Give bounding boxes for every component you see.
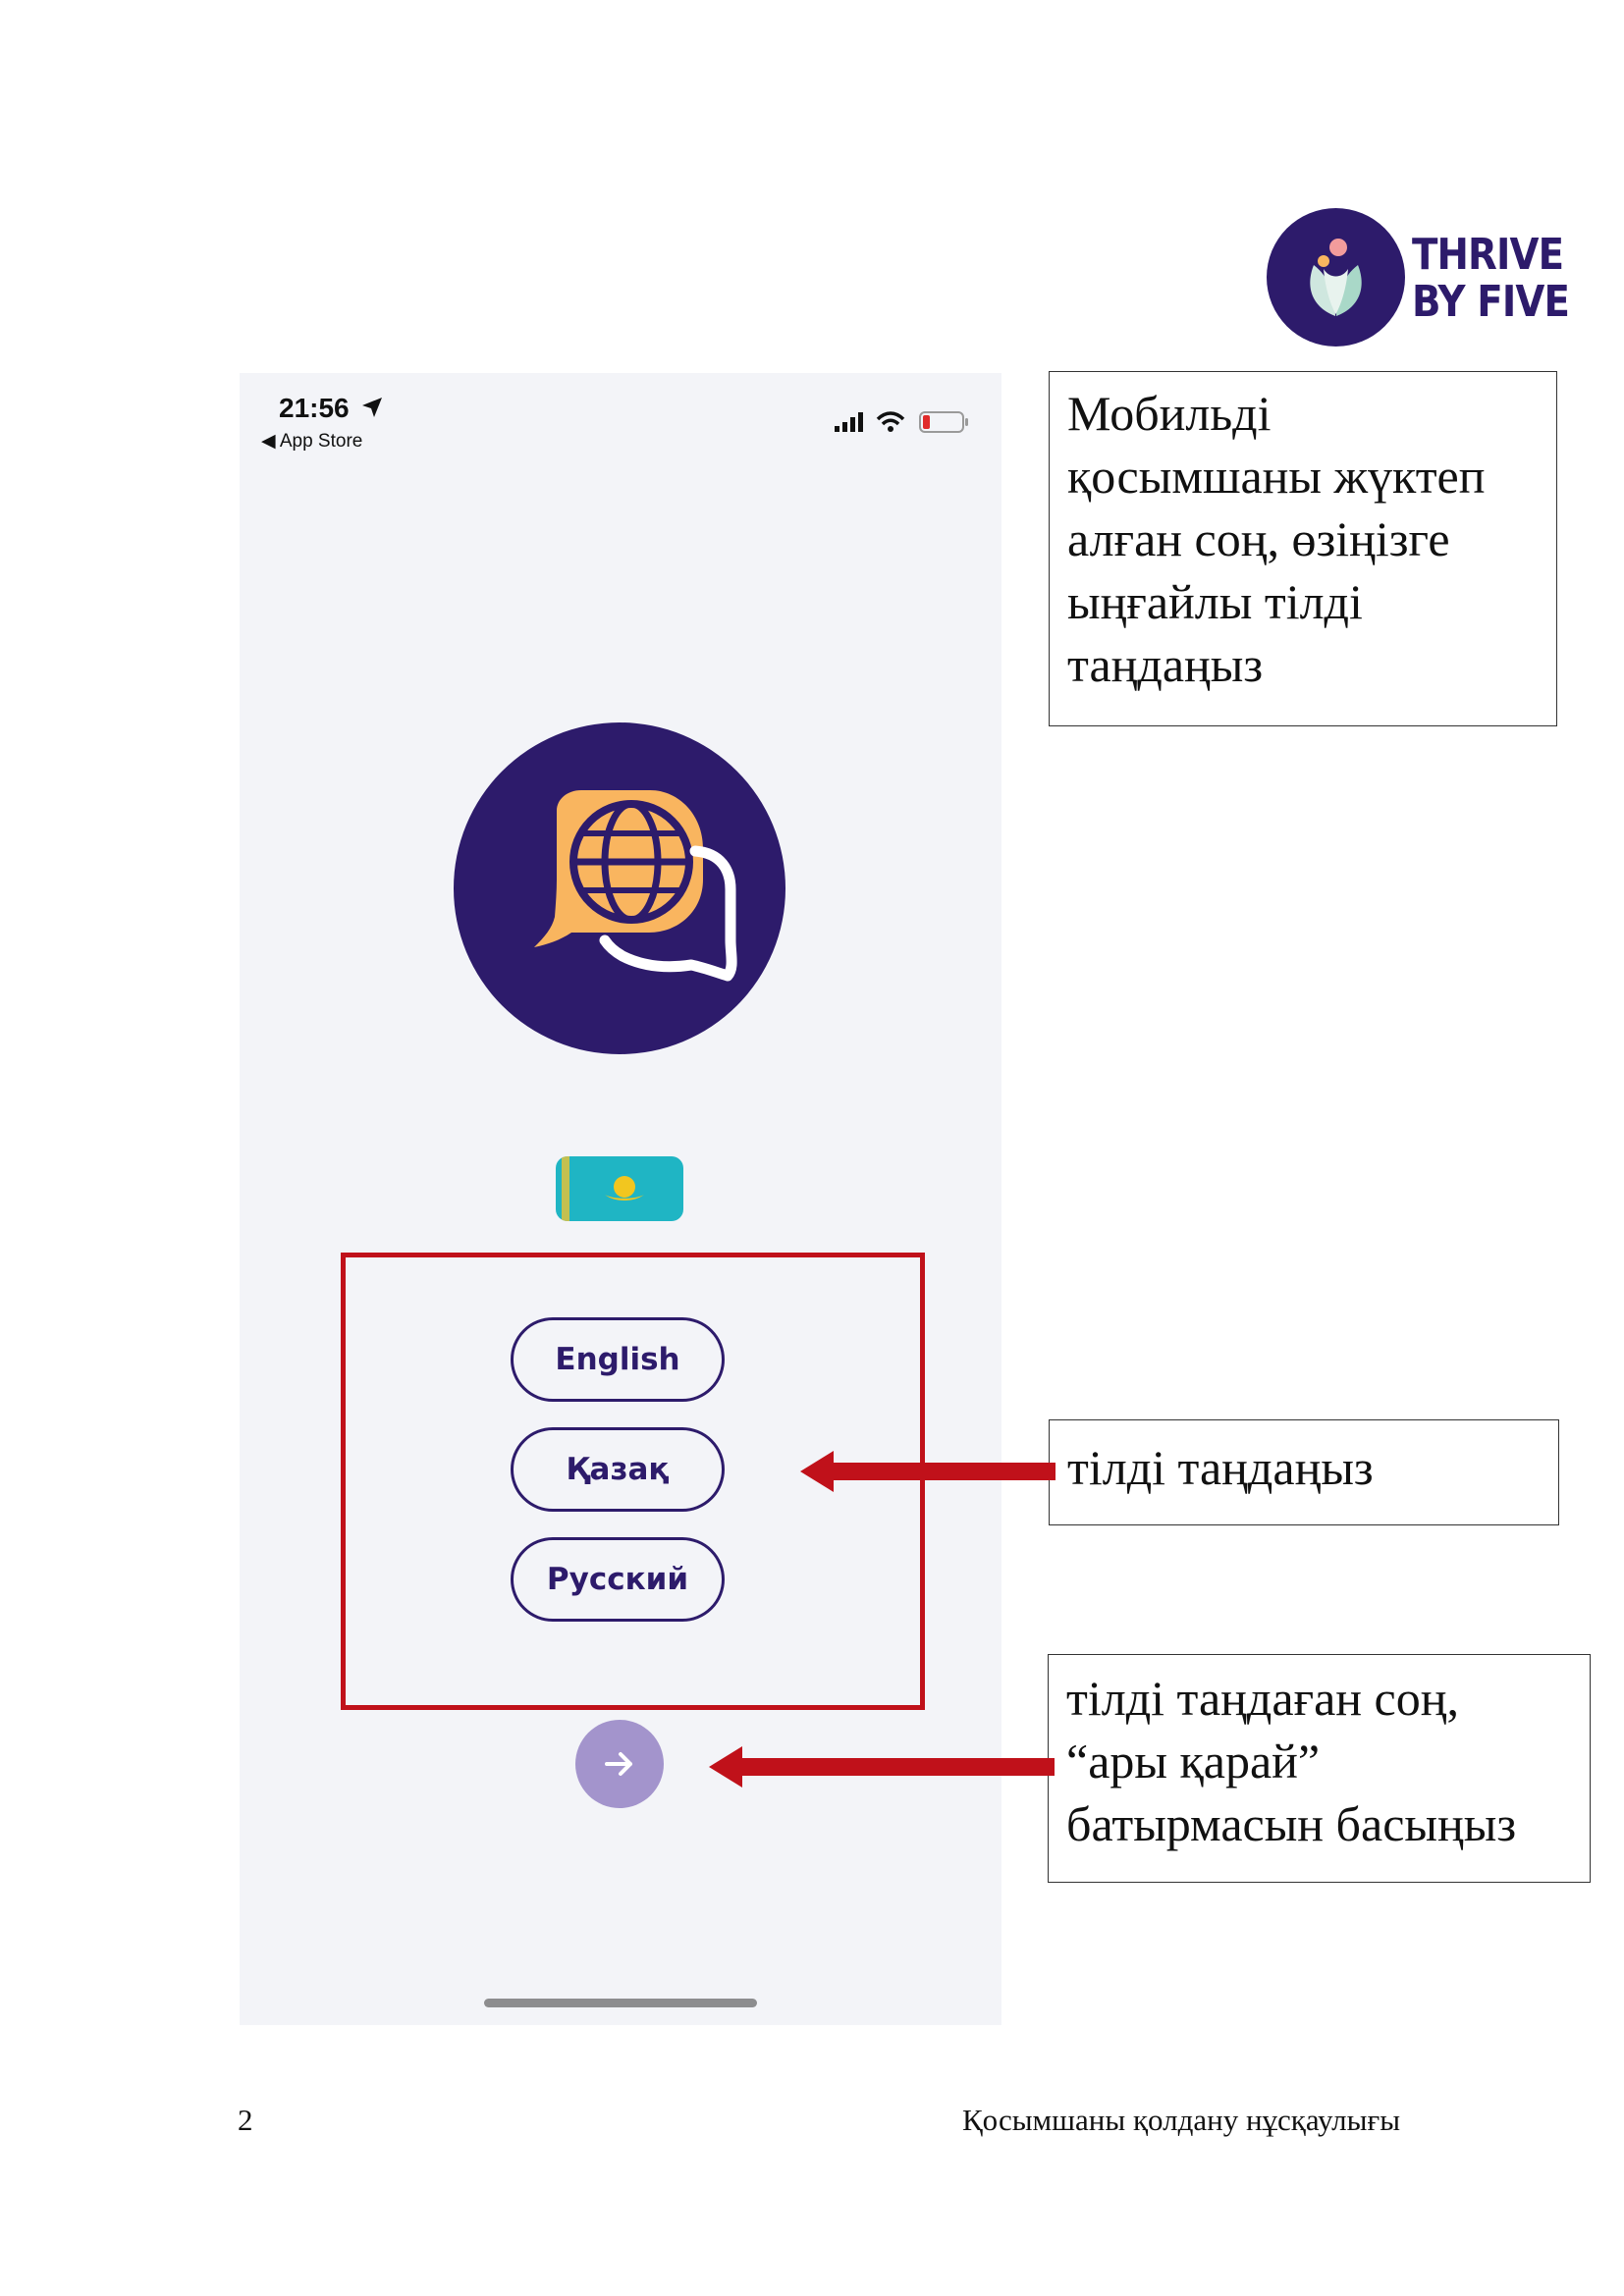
brand-line-1: THRIVE: [1412, 230, 1564, 280]
arrow-to-next-button: [709, 1746, 1055, 1788]
callout-line: “ары қарай”: [1066, 1734, 1321, 1789]
callout-line: ыңғайлы тілді: [1067, 574, 1363, 629]
globe-chat-icon: [454, 722, 785, 1054]
callout-line: тілді таңдаған соң,: [1066, 1671, 1459, 1726]
back-to-app-store-link[interactable]: ◀ App Store: [261, 431, 363, 452]
wifi-icon: [876, 411, 905, 432]
language-button-label: Қазақ: [566, 1452, 670, 1487]
callout-next-step: тілді таңдаған соң, “ары қарай” батырмас…: [1048, 1654, 1591, 1883]
callout-choose-language: тілді таңдаңыз: [1049, 1419, 1559, 1525]
callout-line: қосымшаны жүктеп: [1067, 449, 1486, 504]
language-button-russian[interactable]: Русский: [511, 1537, 725, 1622]
next-button[interactable]: [575, 1720, 664, 1808]
language-button-english[interactable]: English: [511, 1317, 725, 1402]
callout-line: батырмасын басыңыз: [1066, 1796, 1517, 1851]
callout-line: таңдаңыз: [1067, 637, 1264, 692]
location-arrow-icon: [362, 398, 383, 417]
callout-intro: Мобильді қосымшаны жүктеп алған соң, өзі…: [1049, 371, 1557, 726]
brand-wordmark: THRIVE BY FIVE: [1412, 230, 1570, 327]
clock: 21:56: [279, 393, 350, 423]
footer-title: Қосымшаны қолдану нұсқаулығы: [962, 2103, 1401, 2137]
language-button-label: English: [555, 1342, 680, 1377]
callout-line: тілді таңдаңыз: [1067, 1440, 1374, 1495]
kazakhstan-flag-icon: [556, 1156, 683, 1221]
callout-line: Мобильді: [1067, 386, 1272, 441]
tulip-logo-icon: [1267, 208, 1405, 347]
language-button-label: Русский: [546, 1562, 689, 1597]
battery-low-icon: [919, 411, 968, 433]
status-bar-time: 21:56: [279, 393, 384, 424]
status-icons: [835, 408, 972, 438]
language-options-highlight: [341, 1253, 925, 1710]
page-number: 2: [238, 2103, 253, 2137]
arrow-right-icon: [605, 1752, 632, 1776]
language-button-kazakh[interactable]: Қазақ: [511, 1427, 725, 1512]
brand-line-2: BY FIVE: [1412, 277, 1570, 327]
brand-logo: THRIVE BY FIVE: [1267, 208, 1591, 350]
phone-screenshot: 21:56 ◀ App Store: [240, 373, 1001, 2025]
cellular-signal-icon: [835, 412, 863, 432]
arrow-to-languages: [800, 1451, 1056, 1492]
callout-line: алған соң, өзіңізге: [1067, 511, 1450, 566]
home-indicator[interactable]: [484, 1999, 757, 2007]
